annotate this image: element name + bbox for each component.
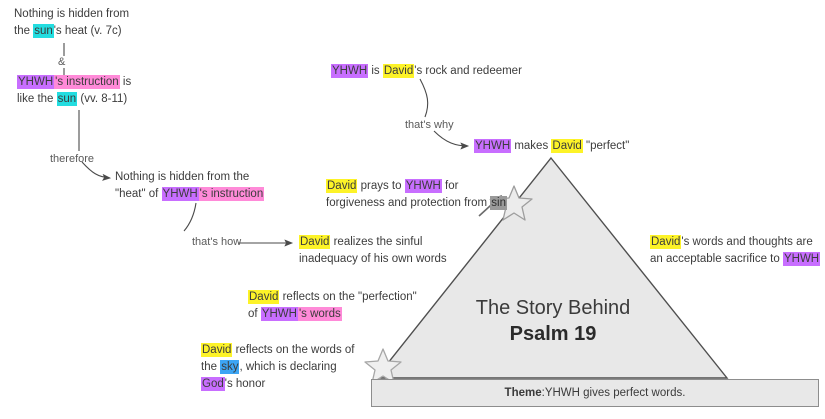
note-line: YHWH makes David "perfect" bbox=[474, 138, 629, 155]
note-reflects-sky: David reflects on the words of the sky, … bbox=[201, 342, 355, 393]
connector-label-therefore: therefore bbox=[50, 153, 95, 165]
note-text: the bbox=[201, 361, 221, 373]
highlight-instruction: 's instruction bbox=[54, 75, 120, 89]
note-line: inadequacy of his own words bbox=[299, 251, 447, 268]
theme-label: Theme bbox=[504, 387, 542, 399]
note-line: "heat" of YHWH's instruction bbox=[115, 186, 265, 203]
note-text: reflects on the "perfection" bbox=[279, 291, 417, 303]
highlight-sun: sun bbox=[33, 24, 54, 38]
note-text: forgiveness and protection from bbox=[326, 197, 491, 209]
note-text: prays to bbox=[357, 180, 405, 192]
note-line: YHWH's instruction is bbox=[17, 74, 131, 91]
star-icon-lower bbox=[364, 348, 402, 384]
highlight-david: David bbox=[326, 179, 358, 193]
note-rock-and-redeemer: YHWH is David's rock and redeemer bbox=[331, 63, 522, 80]
note-line: David prays to YHWH for bbox=[326, 178, 507, 195]
highlight-david: David bbox=[382, 64, 415, 78]
note-text: reflects on the words of bbox=[232, 344, 355, 356]
note-acceptable-sacrifice: David's words and thoughts are an accept… bbox=[650, 234, 821, 268]
highlight-yhwh: YHWH bbox=[17, 75, 55, 89]
highlight-words: 's words bbox=[297, 307, 342, 321]
note-text: the bbox=[14, 25, 34, 37]
note-text: Nothing is hidden from the bbox=[115, 171, 250, 183]
note-text: , which is declaring bbox=[239, 361, 337, 373]
triangle-title-line2: Psalm 19 bbox=[509, 323, 597, 345]
note-line: like the sun (vv. 8-11) bbox=[17, 91, 131, 108]
note-line: David reflects on the words of bbox=[201, 342, 355, 359]
note-line: the sky, which is declaring bbox=[201, 359, 355, 376]
note-line: Nothing is hidden from bbox=[14, 6, 129, 23]
note-line: Nothing is hidden from the bbox=[115, 169, 264, 186]
note-text: inadequacy of his own words bbox=[299, 253, 447, 265]
note-line: YHWH is David's rock and redeemer bbox=[331, 63, 522, 80]
note-line: David realizes the sinful bbox=[299, 234, 447, 251]
story-triangle bbox=[374, 156, 729, 379]
note-text: 's words and thoughts are bbox=[681, 236, 813, 248]
note-line: God's honor bbox=[201, 376, 355, 393]
theme-text: YHWH gives perfect words. bbox=[544, 387, 686, 399]
highlight-god: God bbox=[201, 377, 225, 391]
note-text: "heat" of bbox=[115, 188, 162, 200]
note-heat-of-instruction: Nothing is hidden from the "heat" of YHW… bbox=[115, 169, 265, 203]
note-sinful-inadequacy: David realizes the sinful inadequacy of … bbox=[299, 234, 447, 268]
note-text: realizes the sinful bbox=[330, 236, 423, 248]
highlight-yhwh: YHWH bbox=[331, 64, 369, 78]
highlight-yhwh: YHWH bbox=[260, 307, 298, 321]
highlight-sky: sky bbox=[220, 360, 240, 374]
triangle-title: The Story Behind Psalm 19 bbox=[418, 295, 688, 347]
note-line: forgiveness and protection from sin bbox=[326, 195, 507, 212]
highlight-yhwh: YHWH bbox=[474, 139, 512, 153]
highlight-sin: sin bbox=[490, 196, 507, 210]
highlight-yhwh: YHWH bbox=[782, 252, 821, 266]
note-line: the sun's heat (v. 7c) bbox=[14, 23, 129, 40]
highlight-sun: sun bbox=[56, 92, 78, 106]
note-instruction-like-sun: YHWH's instruction is like the sun (vv. … bbox=[17, 74, 131, 108]
note-text: Nothing is hidden from bbox=[14, 8, 130, 20]
highlight-david: David bbox=[551, 139, 583, 153]
theme-bar: Theme: YHWH gives perfect words. bbox=[371, 379, 819, 407]
theme-separator: : bbox=[541, 387, 545, 399]
highlight-david: David bbox=[650, 235, 682, 249]
note-text: is bbox=[368, 65, 383, 77]
note-text: for bbox=[441, 180, 459, 192]
note-sun-heat: Nothing is hidden from the sun's heat (v… bbox=[14, 6, 129, 40]
note-text: 's honor bbox=[224, 378, 266, 390]
note-text: (vv. 8-11) bbox=[77, 93, 128, 105]
triangle-title-line1: The Story Behind bbox=[475, 297, 631, 319]
highlight-yhwh: YHWH bbox=[404, 179, 442, 193]
note-text: an acceptable sacrifice to bbox=[650, 253, 783, 265]
note-line: David's words and thoughts are bbox=[650, 234, 820, 251]
connector-label-ampersand: & bbox=[58, 56, 66, 68]
connector-label-thats-why: that's why bbox=[405, 119, 454, 131]
note-prays-forgiveness: David prays to YHWH for forgiveness and … bbox=[326, 178, 507, 212]
connector-label-thats-how: that's how bbox=[192, 236, 242, 248]
note-text: 's heat (v. 7c) bbox=[53, 25, 122, 37]
note-text: is bbox=[119, 76, 132, 88]
note-line: of YHWH's words bbox=[248, 306, 417, 323]
note-text: makes bbox=[511, 140, 552, 152]
highlight-instruction: 's instruction bbox=[198, 187, 265, 201]
highlight-yhwh: YHWH bbox=[161, 187, 199, 201]
note-text: "perfect" bbox=[582, 140, 630, 152]
note-text: 's rock and redeemer bbox=[414, 65, 522, 77]
note-makes-perfect: YHWH makes David "perfect" bbox=[474, 138, 629, 155]
highlight-david: David bbox=[248, 290, 280, 304]
highlight-david: David bbox=[201, 343, 233, 357]
note-text: of bbox=[248, 308, 261, 320]
note-line: David reflects on the "perfection" bbox=[248, 289, 417, 306]
note-line: an acceptable sacrifice to YHWH bbox=[650, 251, 821, 268]
note-reflects-perfection: David reflects on the "perfection" of YH… bbox=[248, 289, 417, 323]
note-text: like the bbox=[17, 93, 57, 105]
highlight-david: David bbox=[299, 235, 331, 249]
